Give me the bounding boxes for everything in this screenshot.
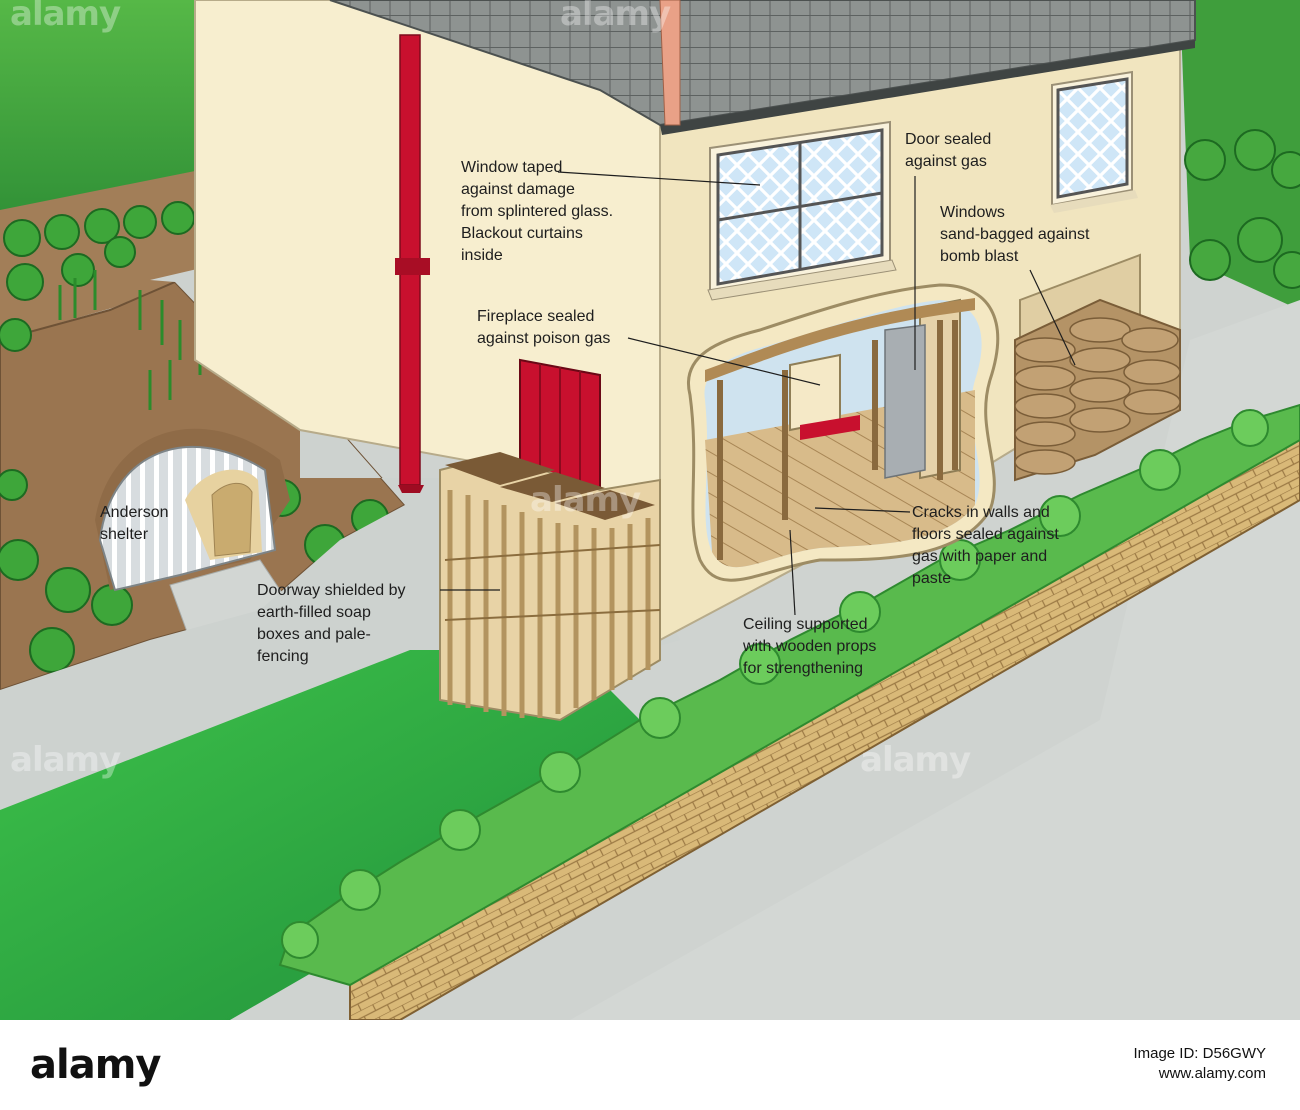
drainpipe-bracket [395,258,430,275]
pavement [570,300,1300,1020]
watermark-mid-left: alamy [10,740,121,780]
footer-bar: alamy Image ID: D56GWY www.alamy.com [0,1020,1300,1110]
hedge-tufts [281,409,1269,959]
ridge-tiles [659,0,681,126]
cutaway-interior [687,283,1000,582]
watermark-mid-center: alamy [530,480,641,520]
taped-window-small [1050,70,1138,213]
watermark-top-left: alamy [10,0,121,34]
label-window-taped: Window taped against damage from splinte… [461,159,614,264]
label-anderson-shelter: Anderson shelter [100,504,169,543]
roof-edge [660,40,1195,135]
hedge [278,403,1300,987]
watermark-top-center: alamy [560,0,671,34]
label-cracks-sealed: Cracks in walls and floors sealed agains… [912,504,1059,587]
taped-window-large [707,120,897,301]
watermark-mid-right: alamy [860,740,971,780]
brand-logo: alamy [30,1042,161,1088]
house-cutaway-scene [0,0,1300,1020]
wooden-props [717,320,958,560]
leader-lines [440,171,1076,616]
soap-boxes-and-fencing [439,452,661,722]
label-windows-sandbagged: Windows sand-bagged against bomb blast [940,204,1090,265]
label-ceiling-supported: Ceiling supported with wooden props for … [743,616,877,677]
cabbages [0,201,389,673]
label-door-sealed: Door sealed against gas [905,131,992,170]
label-fireplace-sealed: Fireplace sealed against poison gas [477,308,611,347]
right-vegetables [1184,129,1300,289]
label-doorway-shielded: Doorway shielded by earth-filled soap bo… [257,582,406,665]
sandbag-stack [1014,253,1181,482]
image-id: Image ID: D56GWY www.alamy.com [1133,1045,1266,1082]
front-lawn [0,650,680,1020]
